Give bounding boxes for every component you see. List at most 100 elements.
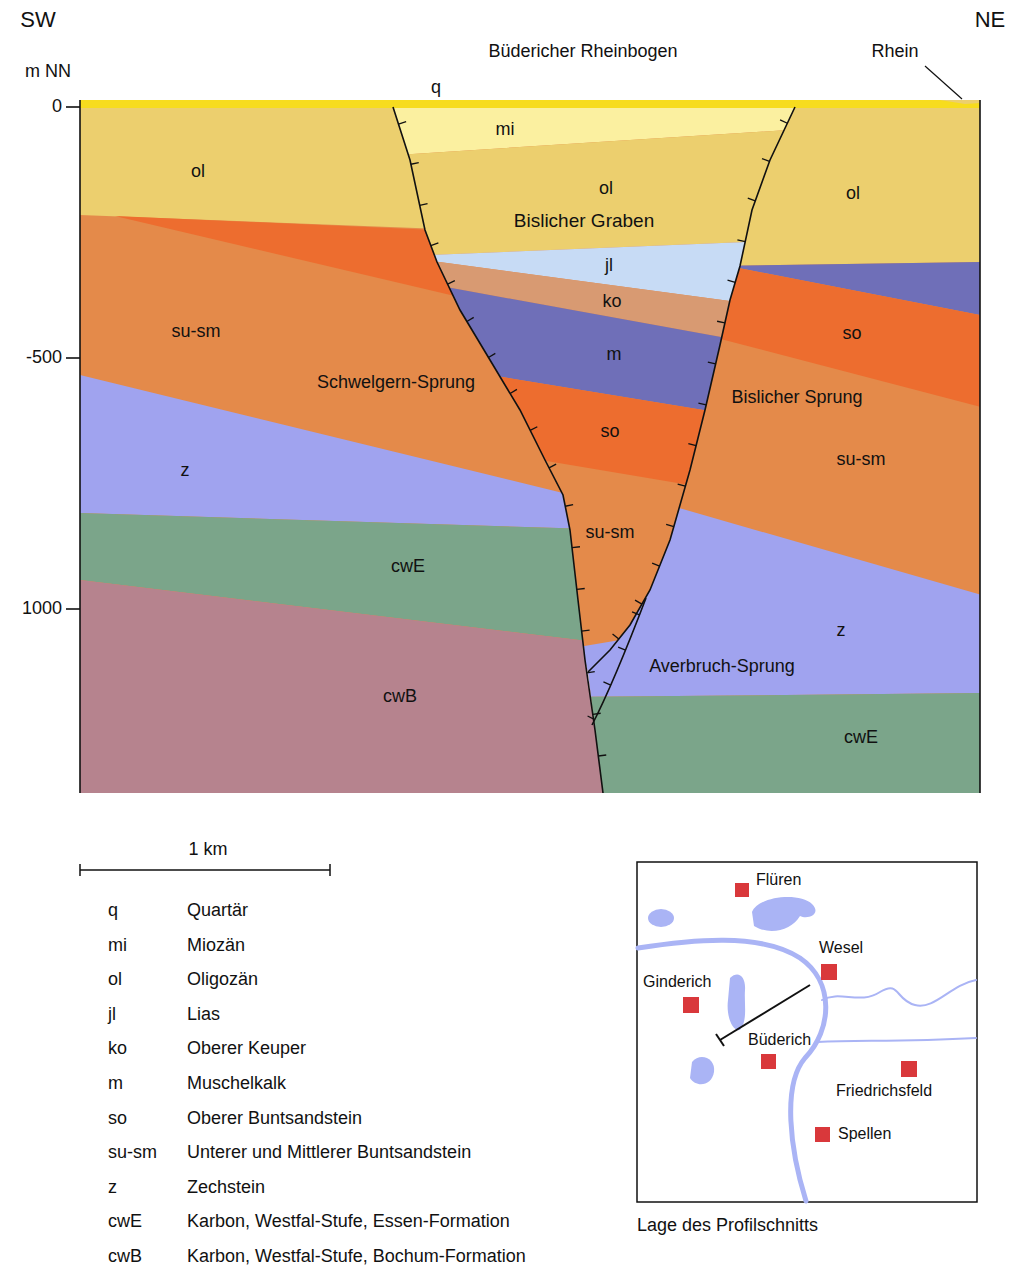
fault-tick	[688, 444, 696, 446]
legend-text: Muschelkalk	[187, 1074, 286, 1094]
location-map-part-part	[683, 997, 699, 1013]
town-name: Ginderich	[643, 973, 711, 991]
frame-part	[66, 608, 80, 610]
unit-code: so	[842, 324, 861, 344]
legend-code: cwE	[108, 1212, 142, 1232]
place-name: Büdericher Rheinbogen	[488, 42, 677, 62]
scale-bar	[80, 864, 330, 876]
location-map-part-part	[728, 974, 746, 1030]
location-map-part-part	[901, 1061, 917, 1077]
fault-tick	[613, 634, 619, 639]
fault-name: Averbruch-Sprung	[649, 657, 795, 677]
fault-tick	[488, 353, 495, 357]
right-block	[575, 100, 985, 800]
fault-tick	[530, 427, 537, 431]
unit-code: ol	[846, 184, 860, 204]
axis-unit: m NN	[25, 62, 71, 82]
legend-text: Quartär	[187, 901, 248, 921]
fault-tick	[618, 647, 625, 650]
frame-part	[66, 106, 80, 108]
town-name: Flüren	[756, 871, 801, 889]
unit-code: z	[181, 461, 190, 481]
fault-tick	[780, 120, 787, 123]
fault-tick	[652, 563, 659, 566]
fault-tick	[398, 122, 406, 124]
unit-code: cwB	[383, 687, 417, 707]
frame-part	[66, 357, 80, 359]
legend-text: Karbon, Westfal-Stufe, Essen-Formation	[187, 1212, 510, 1232]
unit-code: z	[837, 621, 846, 641]
right-block-part	[575, 100, 985, 800]
unit-code: ol	[191, 162, 205, 182]
axis-value: 0	[52, 97, 62, 117]
frame-part	[979, 100, 981, 793]
fault-tick	[635, 600, 642, 604]
fault-tick	[678, 484, 686, 486]
location-map-part-part	[821, 964, 837, 980]
scale-bar-part	[329, 864, 331, 876]
fault-tick	[762, 159, 770, 162]
legend-code: cwB	[108, 1247, 142, 1267]
fault-tick	[587, 672, 595, 673]
location-map-part-part	[818, 1038, 976, 1042]
fault-tick	[588, 716, 595, 720]
legend-code: jl	[108, 1005, 116, 1025]
right-block-part	[575, 236, 985, 408]
fault-tick	[603, 682, 610, 685]
axis-value: -500	[26, 348, 62, 368]
fault-tick	[598, 755, 606, 756]
direction-label: SW	[20, 8, 55, 32]
unit-code: q	[431, 78, 441, 98]
fault-tick	[431, 243, 438, 246]
location-map-part-part	[690, 1057, 714, 1084]
fault-tick	[510, 389, 517, 393]
location-map-part-part	[815, 1127, 830, 1142]
location-map-part-part	[822, 980, 976, 1006]
unit-code: ol	[599, 179, 613, 199]
unit-code: so	[600, 422, 619, 442]
legend-text: Oberer Buntsandstein	[187, 1109, 362, 1129]
legend-code: ol	[108, 970, 122, 990]
legend-text: Lias	[187, 1005, 220, 1025]
fault-tick	[737, 240, 745, 242]
map-caption: Lage des Profilschnitts	[637, 1216, 818, 1236]
fault-name: Bislicher Sprung	[731, 388, 862, 408]
fault-tick	[728, 280, 736, 282]
town-name: Spellen	[838, 1125, 891, 1143]
leader-line	[925, 66, 962, 99]
frame	[66, 100, 980, 793]
town-name: Friedrichsfeld	[836, 1082, 932, 1100]
location-map-part	[648, 897, 815, 1084]
legend-code: q	[108, 901, 118, 921]
frame-part	[79, 100, 81, 793]
fault-tick	[698, 403, 706, 405]
fault-tick	[582, 630, 590, 632]
location-map-part-part	[716, 1034, 724, 1046]
legend-code: su-sm	[108, 1143, 157, 1163]
fault-tick	[632, 612, 639, 615]
location-map-part-part	[752, 897, 815, 931]
fault-tick	[572, 546, 580, 548]
fault-tick	[577, 588, 585, 590]
unit-code: mi	[496, 120, 515, 140]
unit-code: su-sm	[586, 523, 635, 543]
scale-bar-part	[79, 864, 81, 876]
unit-code: m	[607, 345, 622, 365]
structure-name: Bislicher Graben	[514, 211, 654, 232]
town-name: Büderich	[748, 1031, 811, 1049]
fault-tick	[549, 464, 556, 468]
quaternary-band	[80, 100, 980, 108]
location-map-part-part	[638, 940, 826, 1201]
legend-code: mi	[108, 936, 127, 956]
fault-tick	[593, 713, 601, 714]
left-block-part	[80, 580, 620, 800]
fault-name: Schwelgern-Sprung	[317, 373, 475, 393]
legend-text: Unterer und Mittlerer Buntsandstein	[187, 1143, 471, 1163]
unit-code: ko	[602, 292, 621, 312]
fault-tick	[717, 321, 725, 323]
fault-tick	[411, 163, 419, 165]
location-map-part	[683, 883, 917, 1142]
location-map	[637, 862, 977, 1202]
right-block-part	[575, 478, 985, 697]
